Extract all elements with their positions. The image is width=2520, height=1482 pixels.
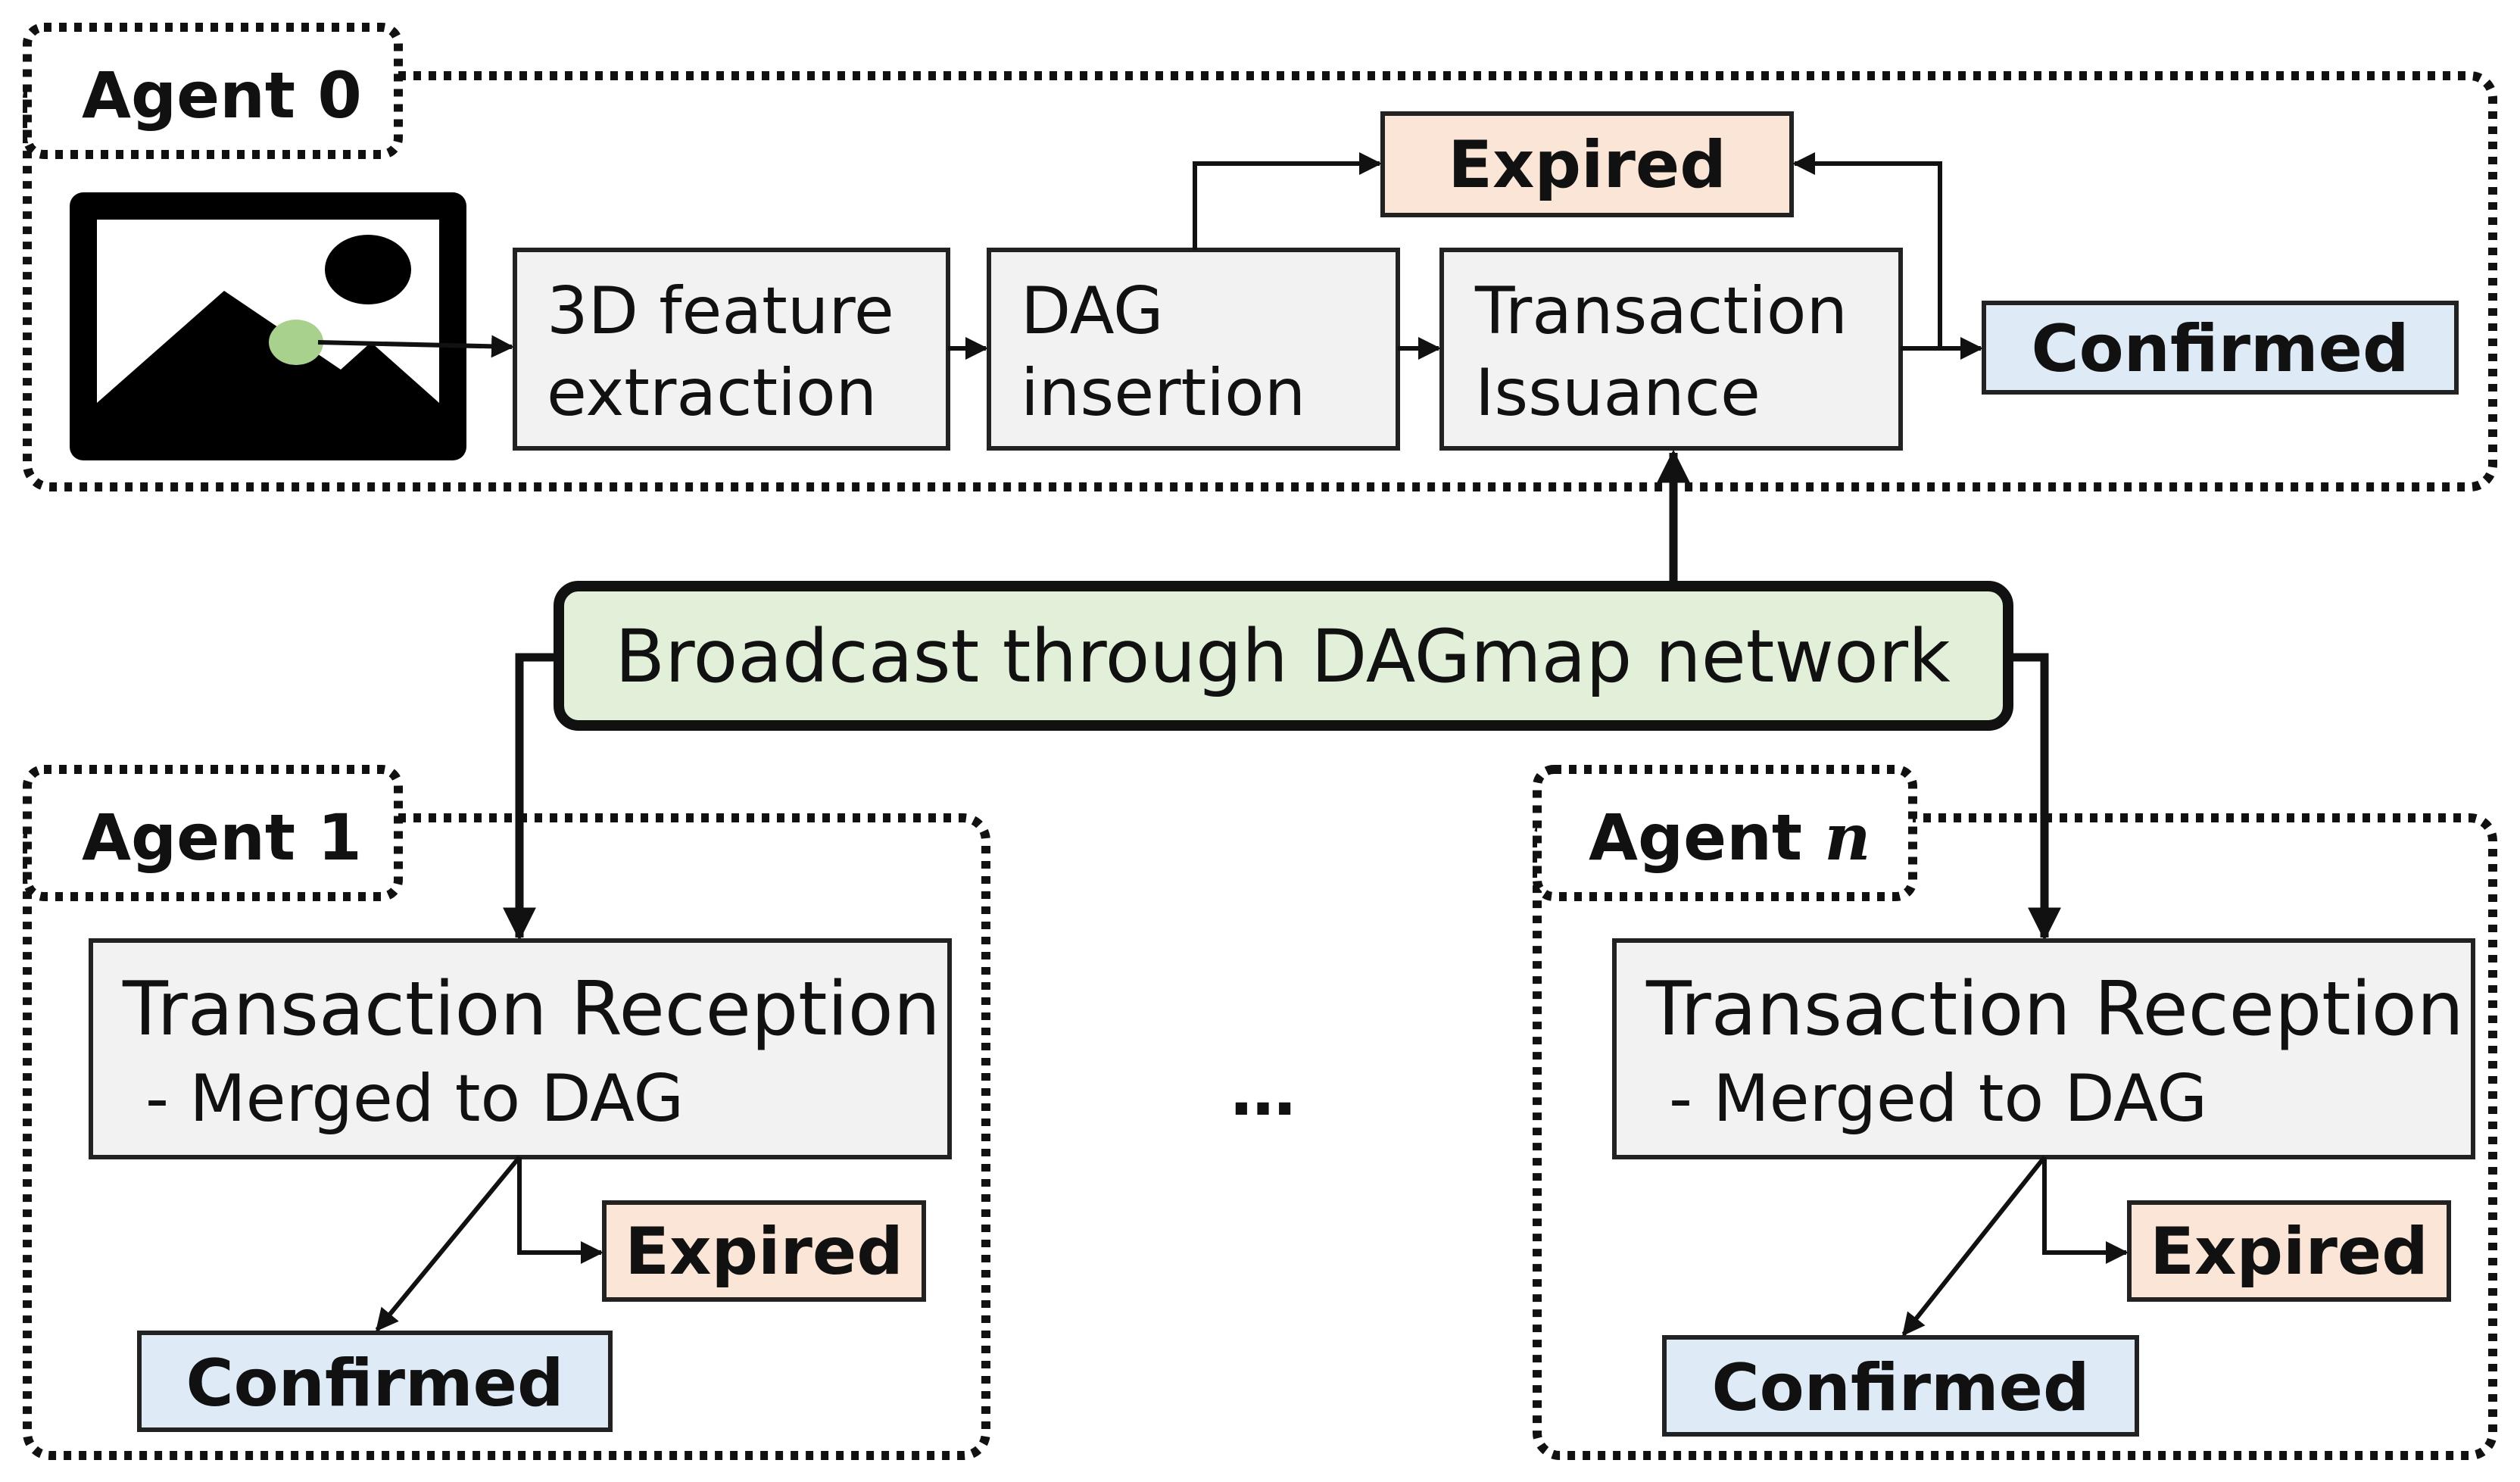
svg-text:extraction: extraction	[547, 355, 877, 431]
agent-n-tag	[1533, 765, 1917, 901]
arrow-reception-1-to-expired	[517, 1157, 603, 1264]
svg-text:Expired: Expired	[1448, 127, 1726, 203]
agent-n-group: Agent n Transaction Reception - Merged t…	[1533, 765, 2497, 1460]
agent-n-confirmed-status: Confirmed	[1662, 1335, 2139, 1437]
arrow-image-to-feature	[317, 335, 514, 358]
agent-0-expired-status: Expired	[1380, 111, 1794, 217]
agent-1-confirmed-status: Confirmed	[137, 1331, 613, 1432]
agent-0-group: Agent 0 3D feature extraction DAG insert…	[23, 23, 2497, 491]
svg-text:Transaction: Transaction	[1474, 273, 1848, 349]
ellipsis: …	[1230, 1055, 1296, 1131]
arrow-reception-n-to-confirmed	[1901, 1156, 2047, 1337]
svg-text:Transaction Reception: Transaction Reception	[122, 966, 940, 1053]
arrow-issuance-to-expired	[1792, 152, 1942, 348]
agent-n-boundary	[1533, 813, 2497, 1460]
svg-text:Confirmed: Confirmed	[1711, 1350, 2089, 1426]
step-transaction-issuance: Transaction Issuance	[1439, 248, 1903, 451]
agent-n-expired-status: Expired	[2127, 1200, 2451, 1302]
arrow-reception-1-to-confirmed	[375, 1156, 522, 1332]
agent-0-boundary	[23, 71, 2497, 491]
agent-1-expired-status: Expired	[602, 1200, 926, 1302]
svg-text:Broadcast through DAGmap netwo: Broadcast through DAGmap network	[615, 614, 1951, 699]
image-feature-dot	[269, 320, 323, 365]
arrow-broadcast-to-agent-n	[2008, 653, 2061, 941]
svg-text:Expired: Expired	[625, 1214, 903, 1290]
agent-1-label: Agent 1	[82, 800, 362, 875]
svg-text:Issuance: Issuance	[1475, 355, 1761, 431]
svg-text:Transaction Reception: Transaction Reception	[1645, 966, 2464, 1053]
image-icon	[70, 192, 466, 460]
agent-0-label: Agent 0	[82, 58, 362, 133]
agent-0-confirmed-status: Confirmed	[1982, 301, 2459, 395]
svg-text:Expired: Expired	[2150, 1214, 2428, 1290]
agent-0-tag	[23, 23, 403, 159]
svg-text:Confirmed: Confirmed	[2031, 311, 2409, 387]
agent-n-transaction-reception: Transaction Reception - Merged to DAG	[1612, 938, 2475, 1159]
arrow-dag-to-expired	[1193, 152, 1382, 250]
broadcast-node: Broadcast through DAGmap network	[554, 581, 2013, 731]
svg-text:insertion: insertion	[1021, 355, 1305, 431]
svg-text:- Merged to DAG: - Merged to DAG	[1669, 1061, 2207, 1137]
svg-text:DAG: DAG	[1021, 273, 1164, 349]
step-dag-insertion: DAG insertion	[987, 248, 1400, 451]
agent-1-tag	[23, 765, 403, 901]
arrow-broadcast-to-agent-1	[503, 653, 559, 941]
agent-1-boundary	[23, 813, 990, 1460]
agent-n-label: Agent n	[1589, 800, 1870, 875]
svg-text:3D feature: 3D feature	[547, 273, 894, 349]
step-3d-feature-extraction: 3D feature extraction	[513, 248, 950, 451]
arrow-reception-n-to-expired	[2042, 1157, 2129, 1264]
svg-text:Confirmed: Confirmed	[186, 1346, 563, 1421]
svg-text:- Merged to DAG: - Merged to DAG	[145, 1061, 684, 1137]
agent-1-transaction-reception: Transaction Reception - Merged to DAG	[89, 938, 952, 1159]
agent-1-group: Agent 1 Transaction Reception - Merged t…	[23, 765, 990, 1460]
